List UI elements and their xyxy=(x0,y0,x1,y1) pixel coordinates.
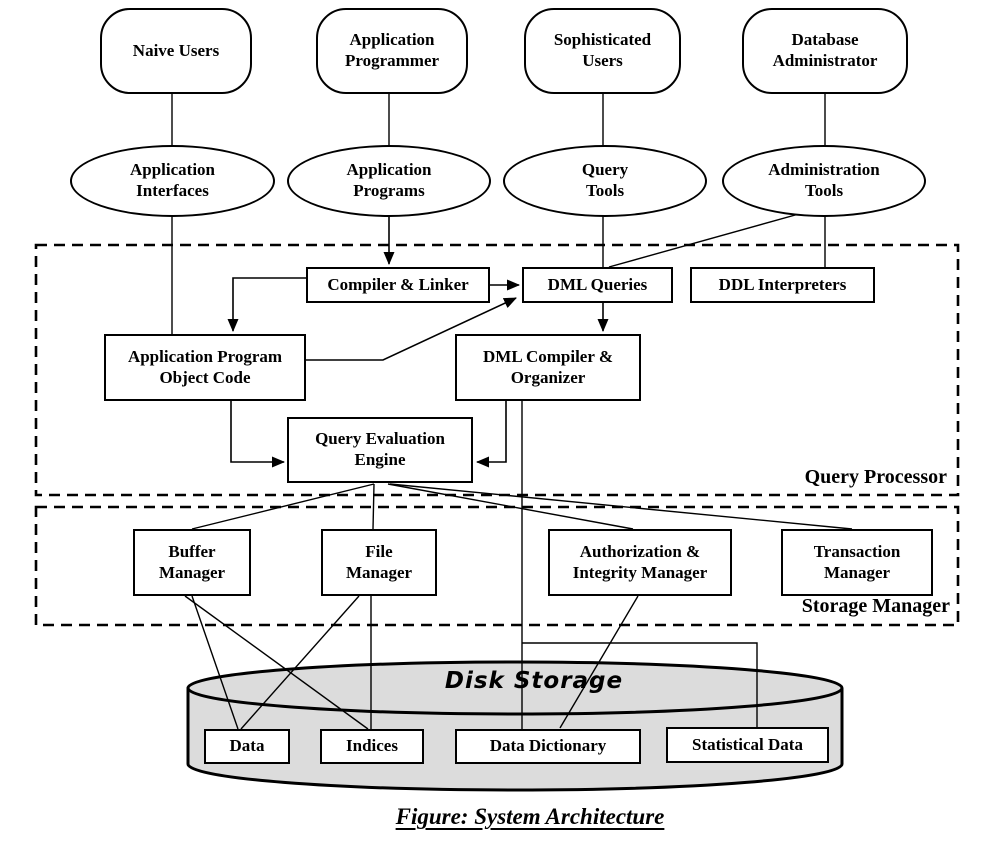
storage-manager-frame xyxy=(34,505,960,627)
query-processor-section-label: Query Processor xyxy=(804,466,947,488)
actor-sophisticated-users-label: Sophisticated Users xyxy=(553,30,652,70)
node-authorization-integrity-manager-label: Authorization & Integrity Manager xyxy=(572,541,708,582)
edge-buffer-data xyxy=(191,595,239,730)
node-data-dictionary: Data Dictionary xyxy=(455,729,641,764)
edge-buffer-indices xyxy=(184,595,369,730)
oval-application-interfaces-label: Application Interfaces xyxy=(129,160,216,200)
arrow-connectors xyxy=(227,216,609,468)
edge-qee-authorization-manager xyxy=(387,483,634,530)
node-transaction-manager-label: Transaction Manager xyxy=(813,541,901,582)
actor-naive-users: Naive Users xyxy=(100,8,252,94)
node-transaction-manager: Transaction Manager xyxy=(781,529,933,596)
arrow-dml-compiler-qee xyxy=(476,401,507,468)
actor-naive-users-label: Naive Users xyxy=(132,40,220,60)
actor-sophisticated-users: Sophisticated Users xyxy=(524,8,681,94)
edge-authorization-data-dictionary xyxy=(559,595,639,729)
node-statistical-data-label: Statistical Data xyxy=(692,734,803,754)
node-buffer-manager-label: Buffer Manager xyxy=(158,541,226,582)
actor-application-programmer: Application Programmer xyxy=(316,8,468,94)
node-indices-label: Indices xyxy=(346,736,398,756)
node-query-evaluation-engine-label: Query Evaluation Engine xyxy=(315,429,445,469)
node-data-label: Data xyxy=(229,736,265,756)
node-query-evaluation-engine: Query Evaluation Engine xyxy=(287,417,473,483)
query-processor-frame xyxy=(34,243,960,497)
node-ddl-interpreters-label: DDL Interpreters xyxy=(718,274,847,294)
edge-branch-statistical-data xyxy=(522,642,758,727)
oval-administration-tools-label: Administration Tools xyxy=(768,160,880,200)
node-authorization-integrity-manager: Authorization & Integrity Manager xyxy=(548,529,732,596)
figure-caption: Figure: System Architecture xyxy=(395,804,665,829)
node-compiler-linker: Compiler & Linker xyxy=(306,267,490,303)
node-dml-compiler-organizer-label: DML Compiler & Organizer xyxy=(483,346,614,387)
actor-database-administrator: Database Administrator xyxy=(742,8,908,94)
node-statistical-data: Statistical Data xyxy=(666,727,829,763)
edge-admin-tools-dml-queries xyxy=(608,211,807,268)
node-file-manager: File Manager xyxy=(321,529,437,596)
node-data-dictionary-label: Data Dictionary xyxy=(489,736,607,756)
node-data: Data xyxy=(204,729,290,764)
oval-query-tools-label: Query Tools xyxy=(581,160,629,200)
arrow-object-code-dml-queries xyxy=(306,297,517,361)
edge-file-data xyxy=(240,595,360,730)
oval-application-programs-label: Application Programs xyxy=(346,160,432,200)
oval-query-tools: Query Tools xyxy=(503,145,707,217)
actor-database-administrator-label: Database Administrator xyxy=(772,30,878,70)
storage-manager-section-label: Storage Manager xyxy=(801,595,950,617)
node-dml-queries-label: DML Queries xyxy=(547,274,648,294)
oval-application-programs: Application Programs xyxy=(287,145,491,217)
edge-qee-transaction-manager xyxy=(389,483,853,530)
edge-qee-file-manager xyxy=(372,483,375,530)
node-ddl-interpreters: DDL Interpreters xyxy=(690,267,875,303)
disk-storage-label: Disk Storage xyxy=(444,668,624,694)
node-file-manager-label: File Manager xyxy=(345,541,413,582)
node-buffer-manager: Buffer Manager xyxy=(133,529,251,596)
plain-connectors xyxy=(171,94,853,730)
arrow-compiler-object-code xyxy=(227,277,306,332)
node-indices: Indices xyxy=(320,729,424,764)
oval-application-interfaces: Application Interfaces xyxy=(70,145,275,217)
actor-application-programmer-label: Application Programmer xyxy=(344,30,440,70)
arrow-object-code-qee xyxy=(230,401,285,468)
oval-administration-tools: Administration Tools xyxy=(722,145,926,217)
node-dml-compiler-organizer: DML Compiler & Organizer xyxy=(455,334,641,401)
node-application-program-object-code-label: Application Program Object Code xyxy=(127,346,283,387)
node-dml-queries: DML Queries xyxy=(522,267,673,303)
node-application-program-object-code: Application Program Object Code xyxy=(104,334,306,401)
edge-qee-buffer-manager xyxy=(191,483,375,530)
node-compiler-linker-label: Compiler & Linker xyxy=(327,274,469,294)
